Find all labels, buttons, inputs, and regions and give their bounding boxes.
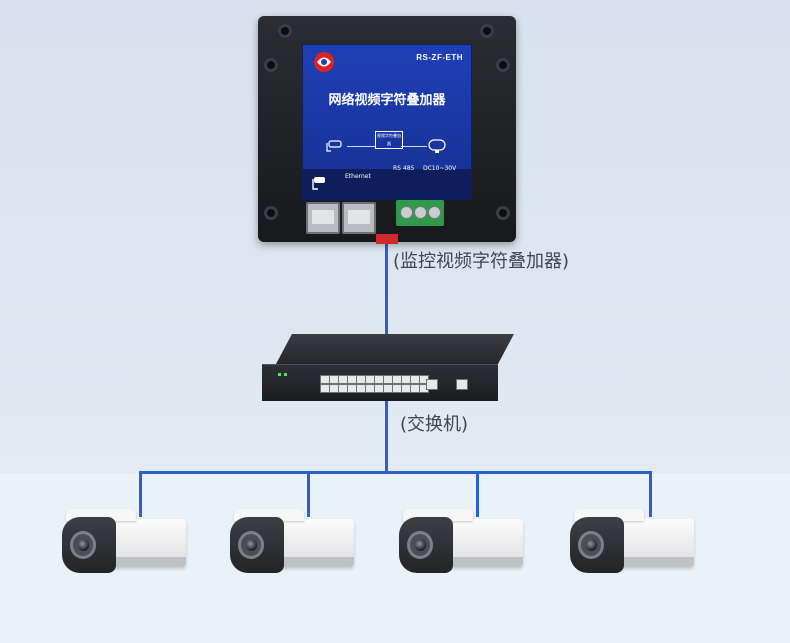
camera-stripe bbox=[439, 557, 523, 567]
power-label: DC10~30V bbox=[423, 165, 457, 172]
wire-camera-1 bbox=[139, 471, 142, 517]
rs485-label: RS 485 bbox=[393, 165, 415, 172]
terminal-screw bbox=[400, 206, 413, 219]
camera-lens-icon bbox=[586, 539, 597, 551]
overlay-box: 视频字符叠加器 bbox=[375, 131, 403, 149]
terminal-screw bbox=[428, 206, 441, 219]
monitor-icon bbox=[428, 139, 446, 153]
device-title: 网络视频字符叠加器 bbox=[328, 93, 446, 108]
ethernet-port-left-socket bbox=[312, 210, 334, 224]
status-led bbox=[284, 373, 287, 376]
camera-icon bbox=[312, 177, 325, 190]
camera-icon bbox=[326, 140, 342, 152]
wire-camera-2 bbox=[307, 471, 310, 517]
camera-stripe bbox=[270, 557, 354, 567]
ethernet-label: Ethernet bbox=[345, 173, 371, 180]
panel-link-right bbox=[401, 146, 427, 147]
ethernet-port-right bbox=[342, 202, 376, 234]
ethernet-port-right-socket bbox=[348, 210, 370, 224]
mount-hole-top-right bbox=[480, 24, 494, 38]
uplink-port bbox=[426, 379, 438, 390]
device-front-panel: RS-ZF-ETH 网络视频字符叠加器 视频字符叠加器 Ethernet RS … bbox=[302, 44, 472, 200]
brand-logo-icon bbox=[314, 52, 334, 72]
wire-camera-3 bbox=[476, 471, 479, 517]
camera-4 bbox=[564, 509, 694, 577]
status-led bbox=[278, 373, 281, 376]
camera-2 bbox=[224, 509, 354, 577]
camera-lens-icon bbox=[78, 539, 89, 551]
network-switch bbox=[262, 334, 514, 401]
video-overlay-device: RS-ZF-ETH 网络视频字符叠加器 视频字符叠加器 Ethernet RS … bbox=[258, 16, 516, 244]
mount-hole-bottom-right bbox=[496, 206, 510, 220]
wire-device-to-switch bbox=[385, 240, 388, 336]
wire-bus bbox=[139, 471, 652, 474]
mount-hole-top-left bbox=[278, 24, 292, 38]
camera-1 bbox=[56, 509, 186, 577]
camera-stripe bbox=[102, 557, 186, 567]
mount-hole-left bbox=[264, 58, 278, 72]
panel-port-strip: Ethernet RS 485 DC10~30V bbox=[303, 165, 471, 199]
din-rail-clip bbox=[376, 234, 398, 244]
mount-hole-right bbox=[496, 58, 510, 72]
switch-top bbox=[276, 334, 514, 364]
wire-switch-to-bus bbox=[385, 400, 388, 473]
mount-hole-bottom-left bbox=[264, 206, 278, 220]
ethernet-port-left bbox=[306, 202, 340, 234]
device-caption: (监控视频字符叠加器) bbox=[393, 251, 570, 272]
camera-lens-icon bbox=[246, 539, 257, 551]
switch-front bbox=[262, 364, 498, 401]
uplink-port bbox=[456, 379, 468, 390]
panel-link-left bbox=[347, 146, 375, 147]
terminal-screw bbox=[414, 206, 427, 219]
terminal-block bbox=[396, 200, 444, 226]
camera-lens-icon bbox=[415, 539, 426, 551]
wire-camera-4 bbox=[649, 471, 652, 517]
device-model: RS-ZF-ETH bbox=[416, 53, 463, 62]
camera-stripe bbox=[610, 557, 694, 567]
camera-3 bbox=[393, 509, 523, 577]
switch-caption: (交换机) bbox=[400, 414, 469, 435]
